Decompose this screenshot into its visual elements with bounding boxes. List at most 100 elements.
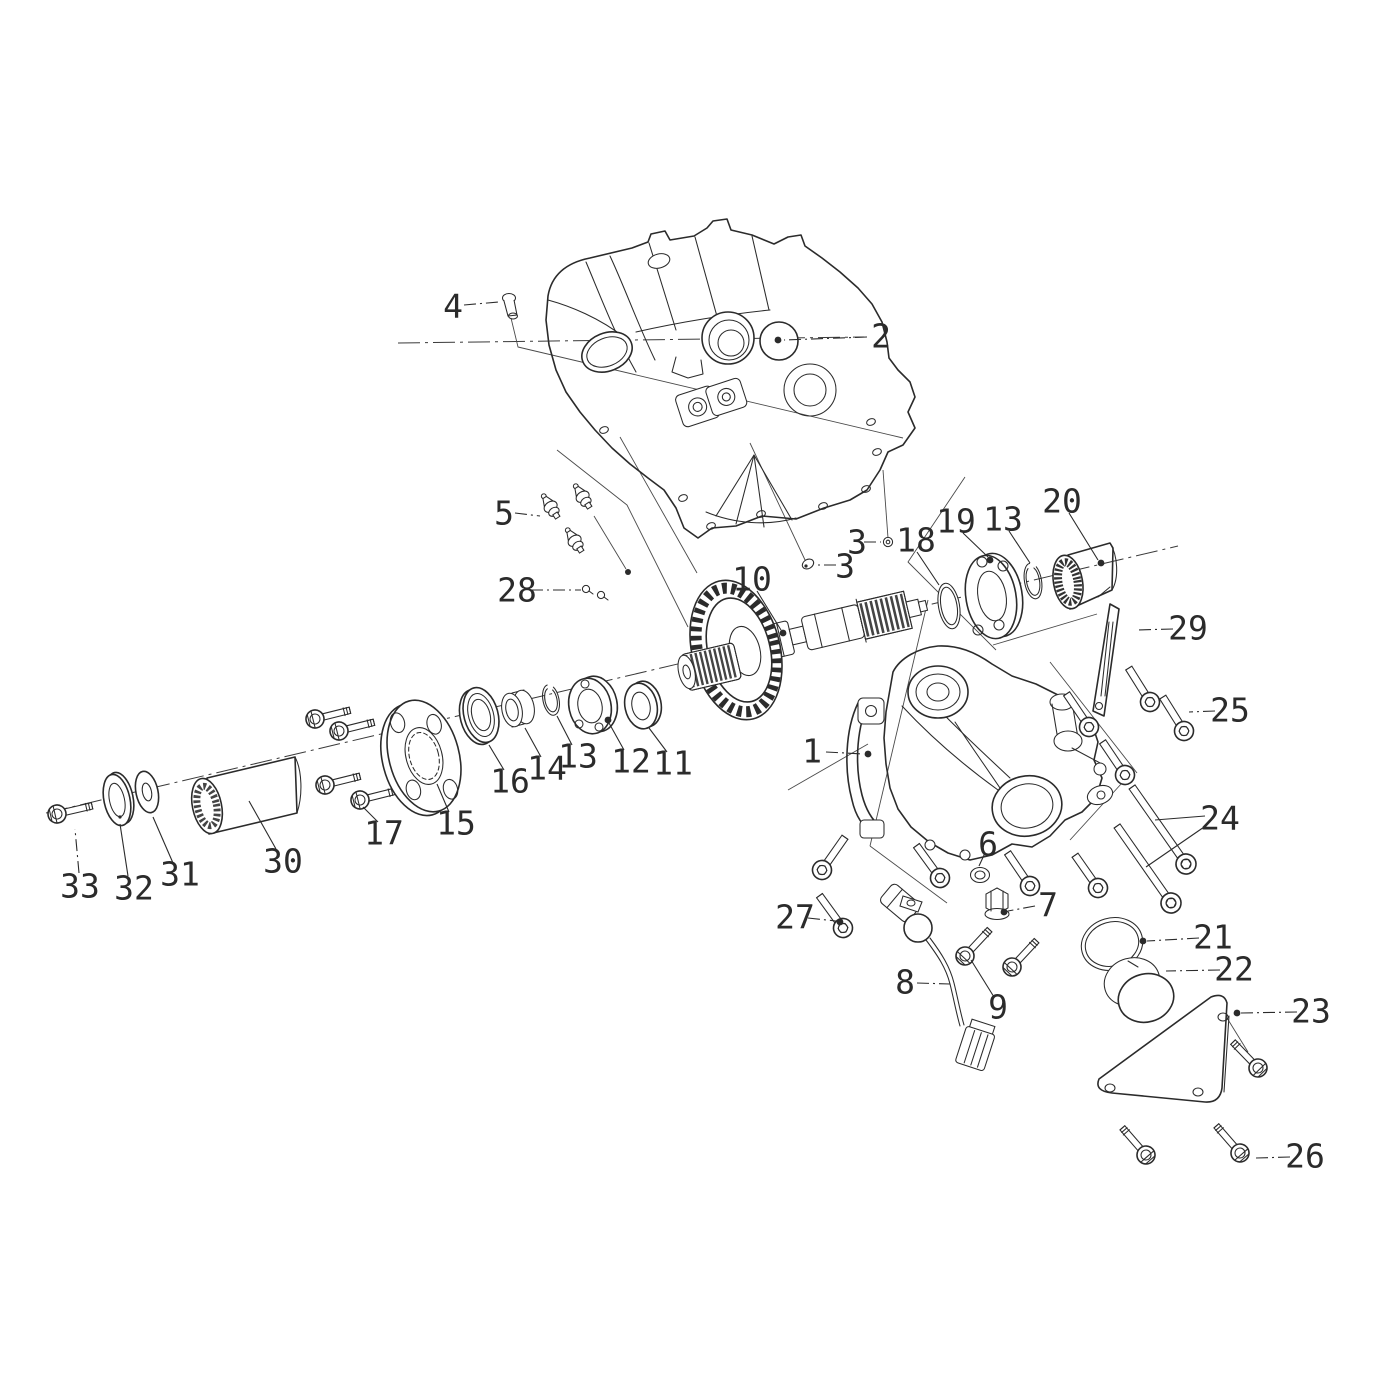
callout-19: 19 <box>936 502 994 564</box>
output-shaft <box>765 590 929 659</box>
part-number-20: 20 <box>1042 482 1082 521</box>
spacer-bushing-14 <box>501 689 535 728</box>
part-number-10: 10 <box>732 560 772 599</box>
part-number-8: 8 <box>895 963 915 1002</box>
mount-bracket-23 <box>1097 994 1230 1103</box>
retainer-strap-29 <box>1092 603 1120 717</box>
part-number-19: 19 <box>936 502 976 541</box>
callout-10: 10 <box>732 560 787 637</box>
part-number-5: 5 <box>494 494 514 533</box>
small-plugs <box>801 536 894 570</box>
detent-balls <box>581 584 609 601</box>
part-number-22: 22 <box>1214 950 1254 989</box>
callout-3: 3 <box>816 547 855 586</box>
lower-gearcase <box>883 645 1114 861</box>
ball-bearing-12 <box>567 675 619 735</box>
callout-22: 22 <box>1165 950 1254 989</box>
speed-sensor <box>880 883 996 1071</box>
callout-15: 15 <box>436 783 476 843</box>
callout-4: 4 <box>443 287 500 326</box>
drain-plug-7 <box>984 887 1010 921</box>
part-number-15: 15 <box>436 804 476 843</box>
part-number-21: 21 <box>1193 918 1233 957</box>
callout-17: 17 <box>362 806 404 853</box>
part-number-24: 24 <box>1200 799 1240 838</box>
part-number-23: 23 <box>1291 992 1331 1031</box>
flange-bolt-9 <box>951 922 997 970</box>
callout-33: 33 <box>60 828 100 906</box>
callout-25: 25 <box>1188 691 1250 730</box>
callout-13: 13 <box>556 715 598 776</box>
callout-16: 16 <box>488 744 530 801</box>
callout-14: 14 <box>524 727 567 788</box>
callout-9: 9 <box>970 959 1008 1027</box>
washer-11 <box>623 680 663 730</box>
part-number-12: 12 <box>611 742 651 781</box>
breather-fitting <box>501 292 519 320</box>
shift-fork <box>846 697 885 839</box>
socket-bolt-27 <box>811 889 858 943</box>
part-number-11: 11 <box>653 744 693 783</box>
flange-bolt-small <box>998 933 1044 981</box>
flange-bolts-26 <box>1114 1119 1254 1169</box>
part-number-32: 32 <box>114 869 154 908</box>
gear-splined-hub <box>677 642 742 691</box>
callout-11: 11 <box>648 727 693 783</box>
callout-3: 3 <box>847 523 881 562</box>
part-number-33: 33 <box>60 867 100 906</box>
washer-31 <box>134 770 160 814</box>
part-number-29: 29 <box>1168 609 1208 648</box>
callout-1: 1 <box>802 732 872 771</box>
callout-7: 7 <box>1000 886 1058 925</box>
part-number-27: 27 <box>775 898 815 937</box>
snap-ring-13-right <box>1023 562 1043 600</box>
callout-12: 12 <box>604 716 651 781</box>
part-number-2: 2 <box>871 317 891 356</box>
part-number-26: 26 <box>1285 1137 1325 1176</box>
upper-gearcase-half <box>545 218 916 539</box>
callout-20: 20 <box>1042 482 1105 567</box>
socket-bolts-25 <box>1119 662 1198 745</box>
part-number-4: 4 <box>443 287 463 326</box>
part-number-17: 17 <box>364 814 404 853</box>
washer-32 <box>102 771 135 827</box>
ball-bearing-19 <box>964 552 1024 640</box>
splined-coupler-30 <box>190 756 302 835</box>
flange-bolt-33 <box>45 796 95 826</box>
oil-seal-16 <box>458 686 500 746</box>
part-number-31: 31 <box>160 855 200 894</box>
callout-26: 26 <box>1255 1137 1325 1176</box>
end-cap-22 <box>1103 957 1175 1024</box>
callout-31: 31 <box>152 816 200 894</box>
callout-24: 24 <box>1145 799 1240 868</box>
callout-30: 30 <box>248 800 303 881</box>
callout-27: 27 <box>775 898 844 937</box>
part-number-6: 6 <box>978 825 998 864</box>
part-number-30: 30 <box>263 842 303 881</box>
part-number-18: 18 <box>896 521 936 560</box>
part-number-7: 7 <box>1038 886 1058 925</box>
callout-13: 13 <box>983 500 1031 564</box>
callout-18: 18 <box>896 521 940 586</box>
part-number-16: 16 <box>490 762 530 801</box>
callout-32: 32 <box>114 823 154 908</box>
callout-2: 2 <box>774 317 891 356</box>
callout-8: 8 <box>895 963 951 1002</box>
callout-5: 5 <box>494 494 541 533</box>
callout-29: 29 <box>1135 609 1208 648</box>
output-flange-15 <box>380 699 462 817</box>
callout-6: 6 <box>978 825 998 867</box>
part-number-14: 14 <box>527 749 567 788</box>
callout-21: 21 <box>1139 918 1233 957</box>
part-number-25: 25 <box>1210 691 1250 730</box>
bracket-bolt <box>1225 1035 1272 1082</box>
flange-bolt-holes <box>599 418 882 530</box>
callout-23: 23 <box>1233 992 1331 1031</box>
snap-ring-13-left <box>542 684 560 716</box>
o-ring-18 <box>937 582 961 630</box>
main-assembly-axis <box>45 545 1179 814</box>
part-number-28: 28 <box>497 571 537 610</box>
part-number-1: 1 <box>802 732 822 771</box>
